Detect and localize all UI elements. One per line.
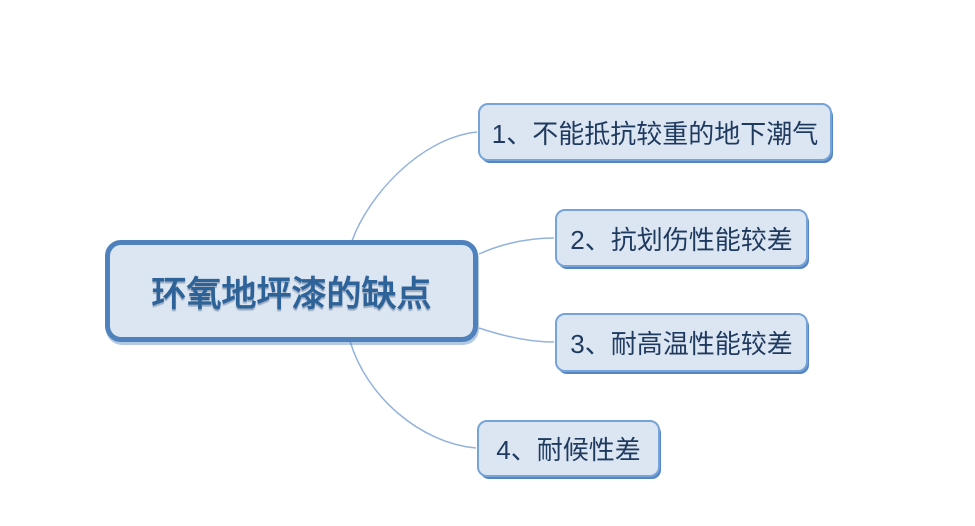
connector-branch-2	[478, 237, 555, 255]
branch-label-2: 2、抗划伤性能较差	[570, 224, 793, 255]
branch-label-4: 4、耐候性差	[496, 435, 641, 465]
branch-node-2[interactable]: 2、抗划伤性能较差	[555, 209, 808, 267]
central-topic-label: 环氧地坪漆的缺点	[151, 274, 432, 314]
branch-node-3[interactable]: 3、耐高温性能较差	[555, 313, 808, 372]
branch-label-3: 3、耐高温性能较差	[570, 329, 793, 359]
branch-node-4[interactable]: 4、耐候性差	[477, 420, 660, 477]
connector-branch-1	[351, 131, 478, 242]
connector-branch-4	[349, 340, 477, 449]
connector-branch-3	[478, 327, 555, 343]
central-topic-node[interactable]: 环氧地坪漆的缺点	[105, 240, 478, 342]
branch-label-1: 1、不能抵抗较重的地下潮气	[491, 118, 819, 149]
branch-node-1[interactable]: 1、不能抵抗较重的地下潮气	[478, 103, 832, 161]
